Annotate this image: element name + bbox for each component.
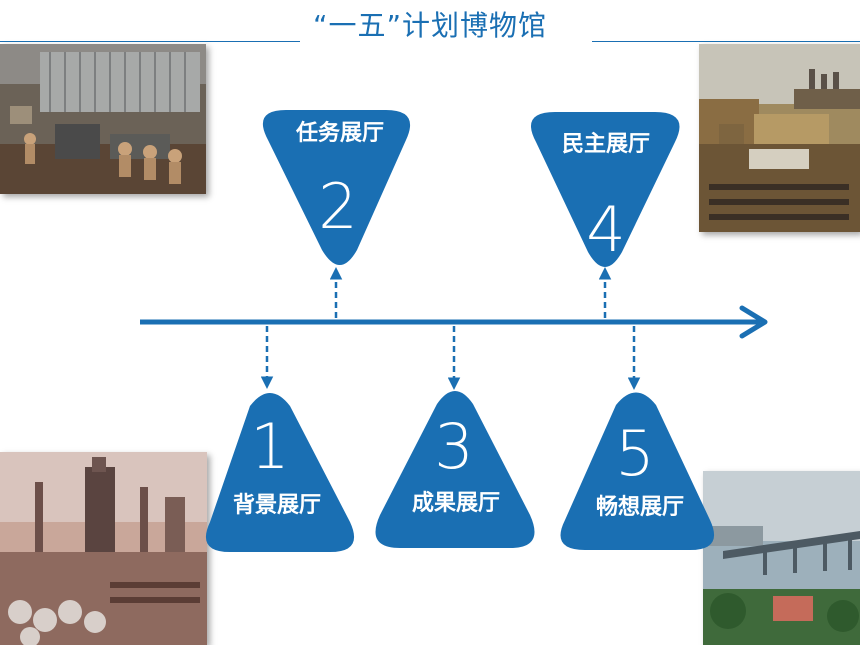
timeline-arrow xyxy=(140,305,768,339)
hall-1-number: 1 xyxy=(250,410,289,483)
photo-factory-gate xyxy=(699,44,860,232)
photo-river-bridge xyxy=(703,471,860,645)
photo-factory-workshop xyxy=(0,44,206,194)
title-rule-right xyxy=(592,41,860,42)
page-title: “一五”计划博物馆 xyxy=(312,9,547,42)
hall-2[interactable]: 任务展厅 2 xyxy=(262,110,411,265)
hall-2-label: 任务展厅 xyxy=(295,120,384,146)
hall-4[interactable]: 民主展厅 4 xyxy=(530,112,680,267)
hall-4-label: 民主展厅 xyxy=(562,132,650,157)
title-rule-left xyxy=(0,41,300,42)
hall-1[interactable]: 1 背景展厅 xyxy=(205,393,355,552)
hall-2-number: 2 xyxy=(318,170,357,243)
hall-4-number: 4 xyxy=(586,193,625,266)
hall-5-label: 畅想展厅 xyxy=(596,495,684,520)
hall-3-label: 成果展厅 xyxy=(412,491,500,516)
hall-3-number: 3 xyxy=(434,410,473,483)
hall-5-number: 5 xyxy=(615,417,654,490)
photo-steel-works xyxy=(0,452,207,645)
hall-5[interactable]: 5 畅想展厅 xyxy=(560,392,715,551)
hall-1-label: 背景展厅 xyxy=(233,493,321,518)
hall-3[interactable]: 3 成果展厅 xyxy=(375,391,535,548)
